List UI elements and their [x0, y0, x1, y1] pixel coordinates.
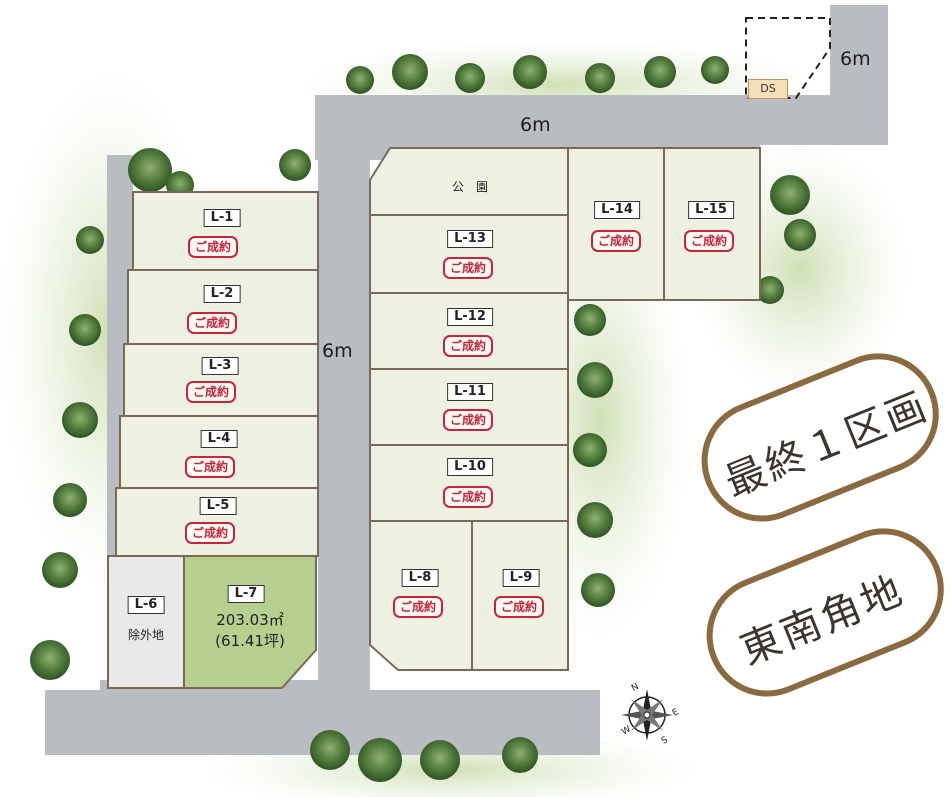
lot-L-2-label: L-2	[203, 285, 241, 303]
lot-L-8-label: L-8	[401, 569, 439, 587]
lot-L-11-label: L-11	[447, 383, 493, 401]
lot-L-7-area-tsubo: (61.41坪)	[215, 632, 285, 650]
lot-L-6-label: L-6	[127, 596, 165, 614]
lot-L-12[interactable]	[369, 292, 569, 370]
compass-rose-icon	[621, 689, 673, 741]
lot-L-1[interactable]	[132, 191, 319, 271]
lot-L-9-sold-badge: ご成約	[493, 596, 545, 618]
lot-L-9-label: L-9	[502, 569, 540, 587]
lot-L-10-label: L-10	[447, 458, 493, 476]
lot-L-13[interactable]	[369, 214, 569, 294]
lot-L-13-sold-badge: ご成約	[442, 257, 494, 279]
lot-L-3-sold-badge: ご成約	[185, 381, 237, 403]
lot-L-6[interactable]	[107, 555, 185, 689]
lot-L-15[interactable]	[663, 147, 761, 301]
lot-L-15-sold-badge: ご成約	[683, 230, 735, 252]
lot-L-14-sold-badge: ご成約	[590, 230, 642, 252]
lot-L-8[interactable]	[369, 520, 473, 671]
ds-label: DS	[748, 79, 788, 99]
lot-L-7[interactable]	[183, 555, 317, 689]
lot-L-8-sold-badge: ご成約	[392, 596, 444, 618]
lot-L-10-sold-badge: ご成約	[442, 486, 494, 508]
lot-L-4-label: L-4	[200, 430, 238, 448]
lot-L-15-label: L-15	[688, 201, 734, 219]
road-width-top-right: 6m	[840, 48, 871, 70]
lot-L-6-note: 除外地	[127, 628, 165, 642]
ds-area-outline	[745, 17, 831, 99]
lot-L-1-label: L-1	[203, 209, 241, 227]
lot-L-7-label: L-7	[227, 585, 265, 603]
lot-L-12-sold-badge: ご成約	[442, 335, 494, 357]
lot-L-14-label: L-14	[594, 201, 640, 219]
road-width-top: 6m	[520, 114, 551, 136]
lot-L-2-sold-badge: ご成約	[186, 312, 238, 334]
lot-L-7-area-m2: 203.03㎡	[216, 611, 284, 629]
lot-L-5-sold-badge: ご成約	[184, 522, 236, 544]
corner-lot-oval	[706, 528, 944, 697]
lot-L-11[interactable]	[369, 368, 569, 446]
last-lot-oval	[701, 353, 939, 522]
lot-L-9[interactable]	[471, 520, 569, 671]
park-label: 公 園	[451, 180, 489, 194]
roads	[45, 5, 888, 755]
lot-L-13-label: L-13	[447, 230, 493, 248]
lot-L-14[interactable]	[567, 147, 665, 301]
lot-L-11-sold-badge: ご成約	[442, 409, 494, 431]
lot-L-1-sold-badge: ご成約	[187, 236, 239, 258]
trees	[30, 54, 816, 782]
lot-L-3-label: L-3	[201, 357, 239, 375]
lot-L-10[interactable]	[369, 444, 569, 522]
lot-L-5-label: L-5	[199, 497, 237, 515]
lot-L-12-label: L-12	[447, 308, 493, 326]
lot-L-3[interactable]	[123, 343, 319, 417]
road-width-middle: 6m	[322, 340, 353, 362]
lot-L-4-sold-badge: ご成約	[184, 456, 236, 478]
